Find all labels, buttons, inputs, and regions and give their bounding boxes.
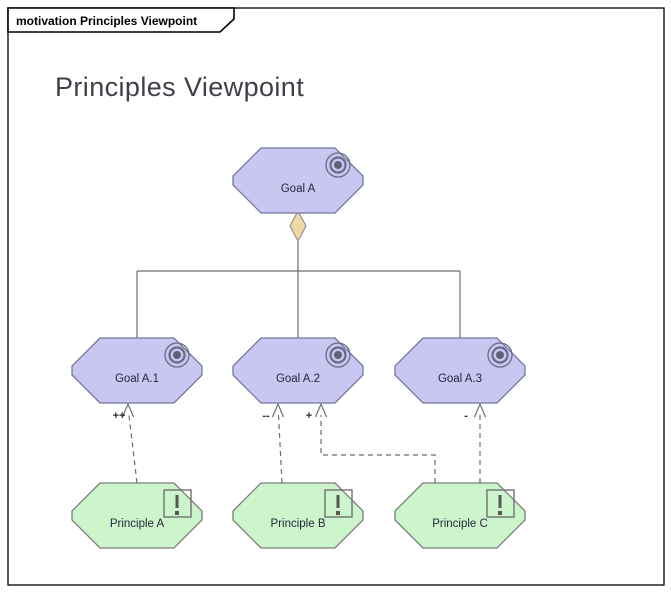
- influence-principle-b-goal-a2[interactable]: --: [262, 402, 285, 484]
- influence-sign-label: +: [306, 410, 312, 422]
- node-goal-a2[interactable]: Goal A.2: [232, 337, 364, 404]
- node-label: Principle C: [432, 518, 488, 530]
- open-arrowhead-icon: [314, 402, 328, 418]
- node-label: Goal A.2: [276, 373, 320, 385]
- aggregation-diamond-icon: [289, 209, 307, 243]
- node-label: Goal A.1: [115, 373, 159, 385]
- diagram-title: Principles Viewpoint: [55, 72, 304, 102]
- influence-sign-label: ++: [113, 410, 126, 422]
- diagram-frame: [7, 7, 665, 586]
- influence-principle-a-goal-a1[interactable]: ++: [113, 402, 138, 484]
- open-arrowhead-icon: [271, 402, 285, 418]
- node-label: Goal A.3: [438, 373, 482, 385]
- node-label: Goal A: [281, 183, 316, 195]
- node-label: Principle B: [271, 518, 326, 530]
- target-icon: [487, 342, 513, 368]
- influence-principle-c-goal-a3[interactable]: -: [464, 402, 487, 483]
- target-icon: [325, 152, 351, 178]
- principle-exclamation-icon: [163, 489, 192, 518]
- open-arrowhead-icon: [121, 402, 135, 418]
- node-label: Principle A: [110, 518, 165, 530]
- influence-sign-label: -: [464, 410, 468, 422]
- node-principle-c[interactable]: Principle C: [394, 482, 526, 549]
- target-icon: [325, 342, 351, 368]
- influence-principle-c-goal-a2[interactable]: +: [306, 402, 436, 483]
- frame-tab: [7, 7, 235, 33]
- node-principle-a[interactable]: Principle A: [71, 482, 203, 549]
- node-principle-b[interactable]: Principle B: [232, 482, 364, 549]
- influence-sign-label: --: [262, 410, 270, 422]
- principle-exclamation-icon: [486, 489, 515, 518]
- frame-tab-label: motivation Principles Viewpoint: [16, 14, 197, 28]
- target-icon: [164, 342, 190, 368]
- node-goal-a1[interactable]: Goal A.1: [71, 337, 203, 404]
- node-goal-a[interactable]: Goal A: [232, 147, 364, 214]
- open-arrowhead-icon: [473, 402, 487, 418]
- principle-exclamation-icon: [324, 489, 353, 518]
- aggregation-connector[interactable]: [136, 209, 461, 338]
- node-goal-a3[interactable]: Goal A.3: [394, 337, 526, 404]
